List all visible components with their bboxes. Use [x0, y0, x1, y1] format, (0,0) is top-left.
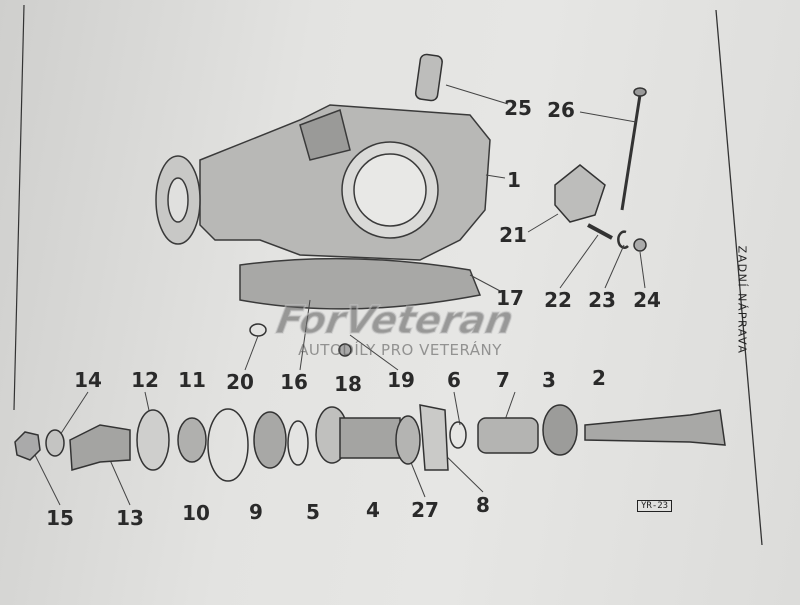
part-11-seal — [177, 417, 207, 463]
part-6-ring — [449, 421, 467, 449]
figure-code: YR-23 — [637, 500, 673, 512]
part-24-nut — [633, 238, 647, 252]
part-label: 19 — [387, 368, 415, 392]
part-label: 12 — [131, 368, 159, 392]
part-7-spacer — [477, 417, 539, 454]
part-label: 26 — [547, 98, 575, 122]
right-border-line — [715, 9, 763, 546]
differential-housing — [155, 104, 491, 310]
part-8-plate — [419, 404, 449, 471]
part-5-ring — [287, 420, 309, 466]
part-label: 2 — [592, 366, 606, 390]
part-15-nut — [14, 431, 41, 461]
part-25-sleeve — [414, 53, 443, 102]
part-label: 13 — [116, 506, 144, 530]
part-12-cover — [136, 409, 170, 471]
part-label: 6 — [447, 368, 461, 392]
part-27-bearing — [395, 415, 421, 465]
part-26-dipstick — [620, 94, 642, 211]
part-label: 1 — [507, 168, 521, 192]
part-label: 10 — [182, 501, 210, 525]
part-label: 24 — [633, 288, 661, 312]
part-label: 21 — [499, 223, 527, 247]
part-label: 20 — [226, 370, 254, 394]
part-18-nut — [338, 343, 352, 357]
part-14-washer — [45, 429, 65, 457]
part-3-bearing — [542, 404, 578, 456]
part-22-bolt — [587, 223, 613, 240]
part-21-cover — [554, 164, 606, 223]
part-label: 25 — [504, 96, 532, 120]
part-label: 16 — [280, 370, 308, 394]
part-label: 3 — [542, 368, 556, 392]
part-label: 11 — [178, 368, 206, 392]
watermark-tagline: AUTODÍLY PRO VETERÁNY — [298, 341, 502, 359]
part-label: 5 — [306, 500, 320, 524]
part-label: 8 — [476, 493, 490, 517]
watermark-brand: ForVeteran — [272, 297, 517, 343]
part-label: 9 — [249, 500, 263, 524]
part-label: 7 — [496, 368, 510, 392]
side-title: ZADNÍ NÁPRAVA — [735, 245, 749, 355]
left-margin-line — [13, 4, 25, 411]
part-label: 22 — [544, 288, 572, 312]
part-13-flange — [69, 424, 131, 471]
part-label: 15 — [46, 506, 74, 530]
part-10-gasket — [207, 408, 249, 482]
part-label: 23 — [588, 288, 616, 312]
part-2-pinion — [584, 409, 726, 446]
part-9-bearing — [253, 411, 287, 469]
part-label: 27 — [411, 498, 439, 522]
part-label: 4 — [366, 498, 380, 522]
part-label: 14 — [74, 368, 102, 392]
part-label: 18 — [334, 372, 362, 396]
shaft-assembly — [14, 404, 726, 482]
part-label: 17 — [496, 286, 524, 310]
part-23-washer — [617, 230, 629, 249]
part-20-washer — [249, 323, 267, 337]
